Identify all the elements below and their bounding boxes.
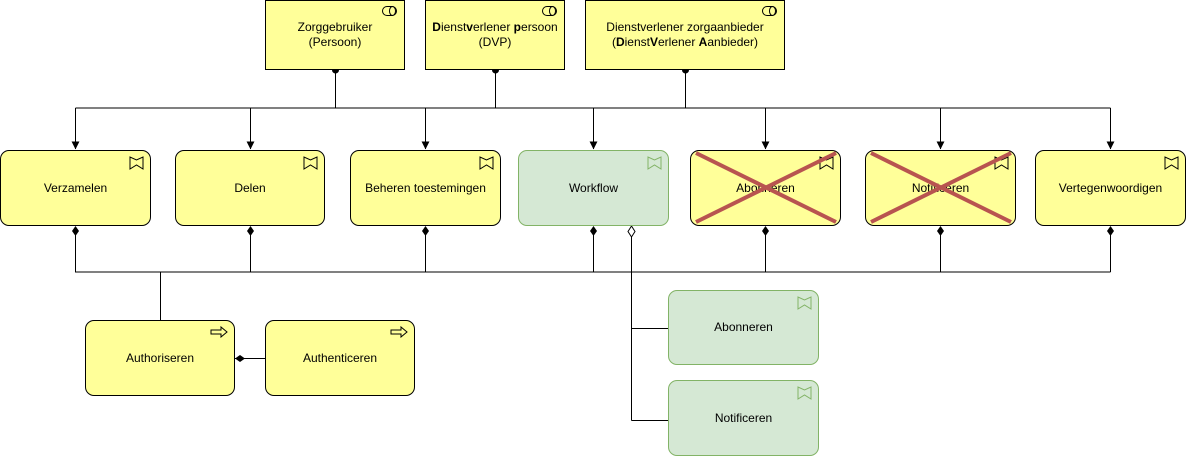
function-label: Vertegenwoordigen — [1058, 180, 1163, 195]
function-bookmark-icon — [647, 156, 662, 170]
actor-label-text: ( — [611, 35, 616, 49]
function-label: Abonneren — [714, 320, 773, 334]
actor-label-text: (Persoon) — [308, 35, 362, 49]
actor-label-line: Zorggebruiker — [298, 20, 373, 35]
actor-label-text: Dienstverlener zorgaanbieder — [606, 20, 764, 34]
function-bookmark-icon — [129, 156, 144, 170]
actor-label-text: ienst — [440, 20, 467, 34]
function-workflow[interactable]: Workflow — [518, 150, 669, 226]
actor-dienstverlener-persoon[interactable]: Dienstverlener persoon(DVP) — [425, 0, 565, 70]
function-beheren-toestemingen[interactable]: Beheren toestemingen — [350, 150, 501, 226]
process-authenticeren[interactable]: Authenticeren — [265, 320, 415, 396]
function-vertegenwoordigen[interactable]: Vertegenwoordigen — [1035, 150, 1186, 226]
process-label: Authoriseren — [125, 350, 195, 365]
actor-label: Dienstverlener persoon(DVP) — [426, 20, 563, 50]
actor-label: Dienstverlener zorgaanbieder(DienstVerle… — [600, 20, 769, 50]
composition-diamond — [762, 226, 769, 236]
actor-label-text: D — [432, 20, 441, 34]
process-label: Authenticeren — [302, 350, 378, 365]
function-label: Delen — [234, 180, 266, 195]
process-arrow-icon — [390, 326, 408, 338]
role-icon — [762, 6, 777, 16]
cross-out-mark — [870, 151, 1012, 224]
workflow-child-abonneren[interactable]: Abonneren — [668, 290, 819, 365]
function-abonneren-crossed[interactable]: Abonneren — [690, 150, 841, 226]
actor-label-line: (DVP) — [432, 35, 557, 50]
actor-label-text: (DVP) — [478, 35, 512, 49]
function-bookmark-icon — [797, 386, 812, 400]
role-icon — [382, 6, 397, 16]
actor-label-line: Dienstverlener zorgaanbieder — [606, 20, 763, 35]
role-icon — [542, 6, 557, 16]
actor-zorggebruiker[interactable]: Zorggebruiker(Persoon) — [265, 0, 405, 70]
function-label: Workflow — [568, 180, 619, 195]
actor-dienstverlener-zorgaanbieder[interactable]: Dienstverlener zorgaanbieder(DienstVerle… — [585, 0, 785, 70]
process-authoriseren[interactable]: Authoriseren — [85, 320, 235, 396]
process-arrow-icon — [210, 326, 228, 338]
function-label: Beheren toestemingen — [365, 180, 486, 195]
composition-diamond — [937, 226, 944, 236]
composition-diamond — [235, 355, 245, 362]
composition-diamond — [422, 226, 429, 236]
composition-diamond — [1107, 226, 1114, 236]
actor-label-text: Zorggebruiker — [297, 20, 373, 34]
actor-label: Zorggebruiker(Persoon) — [292, 20, 379, 50]
function-bookmark-icon — [1164, 156, 1179, 170]
actor-label-line: Dienstverlener persoon — [432, 20, 557, 35]
actor-label-text: A — [698, 35, 708, 49]
function-verzamelen[interactable]: Verzamelen — [0, 150, 151, 226]
actor-label-text: ersoon — [521, 20, 558, 34]
workflow-child-notificeren[interactable]: Notificeren — [668, 380, 819, 456]
actor-label-line: (Persoon) — [298, 35, 373, 50]
actor-label-text: v — [466, 20, 473, 34]
aggregation-diamond — [627, 225, 636, 238]
function-bookmark-icon — [819, 156, 834, 170]
actor-label-text: ienst — [624, 35, 650, 49]
cross-out-mark — [695, 151, 837, 224]
actor-label-text: D — [615, 35, 625, 49]
actor-label-text: p — [513, 20, 522, 34]
function-bookmark-icon — [797, 296, 812, 310]
function-delen[interactable]: Delen — [175, 150, 325, 226]
function-label: Notificeren — [714, 410, 773, 425]
function-bookmark-icon — [994, 156, 1009, 170]
actor-label-text: anbieder) — [707, 35, 759, 49]
function-bookmark-icon — [479, 156, 494, 170]
actor-label-text: erlener — [472, 20, 514, 34]
composition-diamond — [72, 226, 79, 236]
function-notificeren-crossed[interactable]: Notificeren — [865, 150, 1016, 226]
composition-diamond — [247, 226, 254, 236]
actor-label-text: erlener — [657, 35, 699, 49]
function-bookmark-icon — [303, 156, 318, 170]
actor-label-text: V — [649, 35, 658, 49]
actor-label-line: (DienstVerlener Aanbieder) — [606, 35, 763, 50]
composition-diamond — [590, 226, 597, 236]
function-label: Verzamelen — [43, 180, 108, 195]
